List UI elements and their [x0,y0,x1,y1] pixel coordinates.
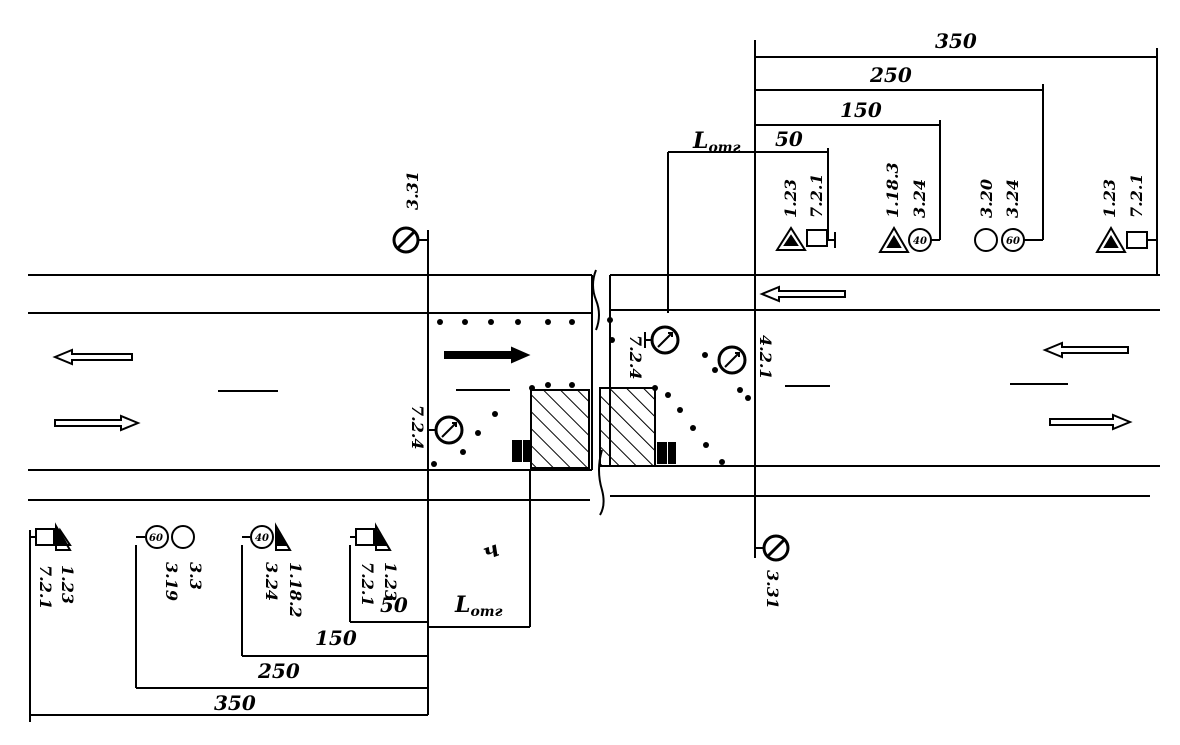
face-speed-40-top: 40 [913,236,927,247]
arrow-left-top-right [759,285,846,303]
face-speed-60-bottom: 60 [149,533,163,544]
work-zone-right [599,387,656,467]
dim-bottom-50: 50 [380,593,408,617]
arrow-left-2 [1042,341,1129,359]
face-speed-40-bottom: 40 [255,533,269,544]
code-bottom-s4-a: 1.23 [381,562,400,601]
code-top-s3-b: 3.24 [1003,179,1022,218]
sign-group-top-2 [878,226,940,253]
code-top-s1-b: 7.2.1 [807,173,826,218]
sign-end-restrictions-top [392,226,429,254]
cones [431,317,751,467]
code-bottom-s1-b: 7.2.1 [36,565,55,610]
code-bottom-s4-b: 7.2.1 [358,562,377,607]
detour-sign-right-1 [644,325,680,355]
top-dimensions [668,48,1158,275]
dim-bottom-lotr: Lотг [454,592,503,620]
dim-bottom-150: 150 [315,626,357,650]
sign-group-bottom-1 [30,522,72,551]
code-top-s2-b: 3.24 [910,179,929,218]
code-top-331: 3.31 [403,171,422,210]
sign-group-bottom-3 [242,522,292,551]
dim-top-250: 250 [869,63,912,87]
detour-sign-left [427,415,464,445]
code-top-s1-a: 1.23 [781,179,800,218]
detour-sign-right-2 [717,345,747,375]
code-road-r1: 7.2.4 [626,335,645,380]
sign-group-top-1 [775,226,836,251]
code-bottom-331: 3.31 [763,570,782,609]
dim-top-lotr: Lотг [692,128,741,156]
arrow-right-1 [54,414,141,432]
code-top-s4-a: 1.23 [1100,179,1119,218]
face-speed-60-top: 60 [1006,236,1020,247]
bottom-dimensions [29,530,530,722]
dim-top-150: 150 [840,98,882,122]
code-bottom-s1-a: 1.23 [58,565,77,604]
work-zones [530,387,656,469]
arrow-right-2 [1049,413,1133,431]
code-bottom-s3-a: 3.3 [186,562,205,590]
handwritten-mark: ч [479,536,503,566]
code-bottom-s2-b: 3.24 [262,562,281,601]
code-road-r2: 4.2.1 [756,335,775,380]
barrier-blocks [512,440,676,464]
arrow-right-work-zone [444,346,531,364]
dim-top-50: 50 [775,127,803,151]
dim-top-350: 350 [935,29,977,53]
sign-end-restrictions-bottom [754,534,790,562]
code-bottom-s3-b: 3.19 [162,562,181,601]
sign-group-bottom-4 [350,522,392,551]
code-road-l1: 7.2.4 [408,405,427,450]
road-edges [28,269,1160,516]
code-top-s3-a: 3.20 [977,179,996,218]
sign-group-top-4 [1095,226,1157,253]
arrow-left-1 [52,348,133,366]
dim-bottom-250: 250 [257,659,300,683]
lane-dashes [218,383,1068,392]
direction-arrows [52,285,1133,432]
sign-group-top-3 [974,228,1043,252]
code-bottom-s2-a: 1.18.2 [286,562,305,618]
work-zone-left [530,389,590,469]
sign-group-bottom-2 [136,525,195,549]
dim-bottom-350: 350 [214,691,256,715]
code-top-s2-a: 1.18.3 [883,162,902,218]
code-top-s4-b: 7.2.1 [1127,173,1146,218]
